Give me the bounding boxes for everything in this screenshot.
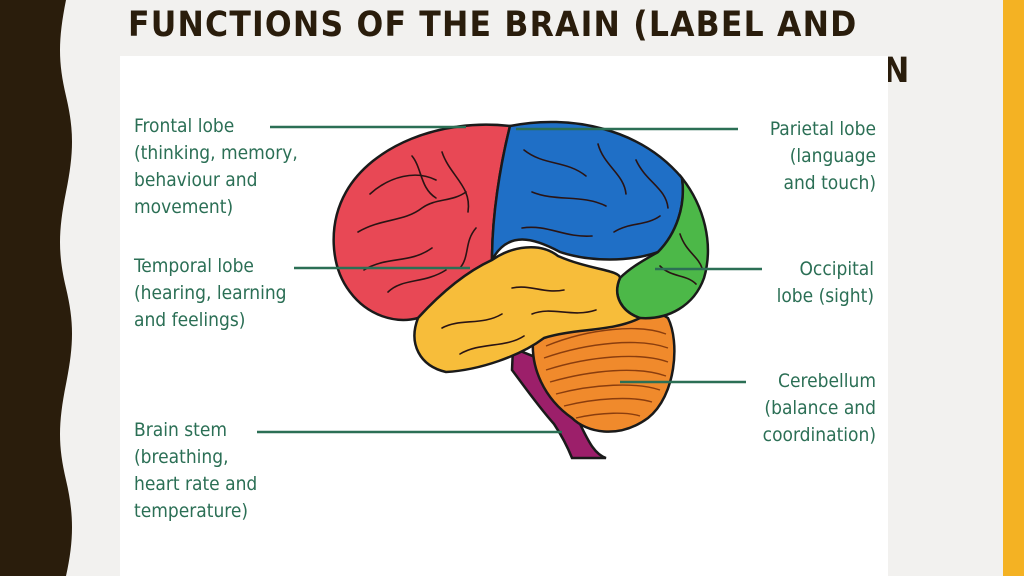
brain-diagram-panel: Frontal lobe (thinking, memory, behaviou… [120, 56, 888, 576]
frontal-lobe-label-line-3: behaviour and [134, 169, 258, 191]
brain-stem-label-line-2: (breathing, [134, 446, 229, 468]
temporal-lobe-label-line-2: (hearing, learning [134, 282, 287, 304]
temporal-lobe-label-line-3: and feelings) [134, 309, 246, 331]
parietal-lobe-label-line-1: Parietal lobe [769, 118, 876, 140]
occipital-lobe-label-line-2: lobe (sight) [776, 285, 874, 307]
parietal-lobe-label-line-3: and touch) [783, 172, 877, 194]
cerebellum-label-line-2: (balance and [764, 397, 876, 419]
decorative-wavy-band [0, 0, 72, 576]
frontal-lobe-label: Frontal lobe (thinking, memory, behaviou… [134, 113, 298, 221]
parietal-lobe-label-line-2: (language [789, 145, 876, 167]
temporal-lobe-label: Temporal lobe (hearing, learning and fee… [134, 253, 287, 334]
brain-stem-label-line-4: temperature) [134, 500, 249, 522]
cerebellum-label: Cerebellum (balance and coordination) [763, 368, 876, 449]
temporal-lobe-region [413, 246, 644, 374]
frontal-lobe-label-line-4: movement) [134, 196, 234, 218]
right-accent-bar [1003, 0, 1024, 576]
occipital-lobe-label-line-1: Occipital [799, 258, 874, 280]
parietal-lobe-label: Parietal lobe (language and touch) [770, 116, 876, 197]
brain-folds [357, 143, 703, 355]
brain-stem-label-line-1: Brain stem [134, 419, 228, 441]
label-leader-lines [257, 125, 762, 434]
parietal-lobe-region [490, 120, 685, 261]
cerebellum-folds [543, 327, 669, 419]
frontal-lobe-label-line-2: (thinking, memory, [134, 142, 298, 164]
temporal-lobe-label-line-1: Temporal lobe [134, 255, 254, 277]
brain-stem-label-line-3: heart rate and [134, 473, 258, 495]
occipital-lobe-label: Occipital lobe (sight) [777, 256, 874, 310]
cerebellum-label-line-3: coordination) [762, 424, 876, 446]
cerebellum-label-line-1: Cerebellum [778, 370, 876, 392]
brain-stem-label: Brain stem (breathing, heart rate and te… [134, 417, 257, 525]
brain-illustration [257, 120, 762, 460]
frontal-lobe-label-line-1: Frontal lobe [134, 115, 235, 137]
slide-title-line-1: FUNCTIONS OF THE BRAIN (LABEL AND [128, 5, 858, 45]
